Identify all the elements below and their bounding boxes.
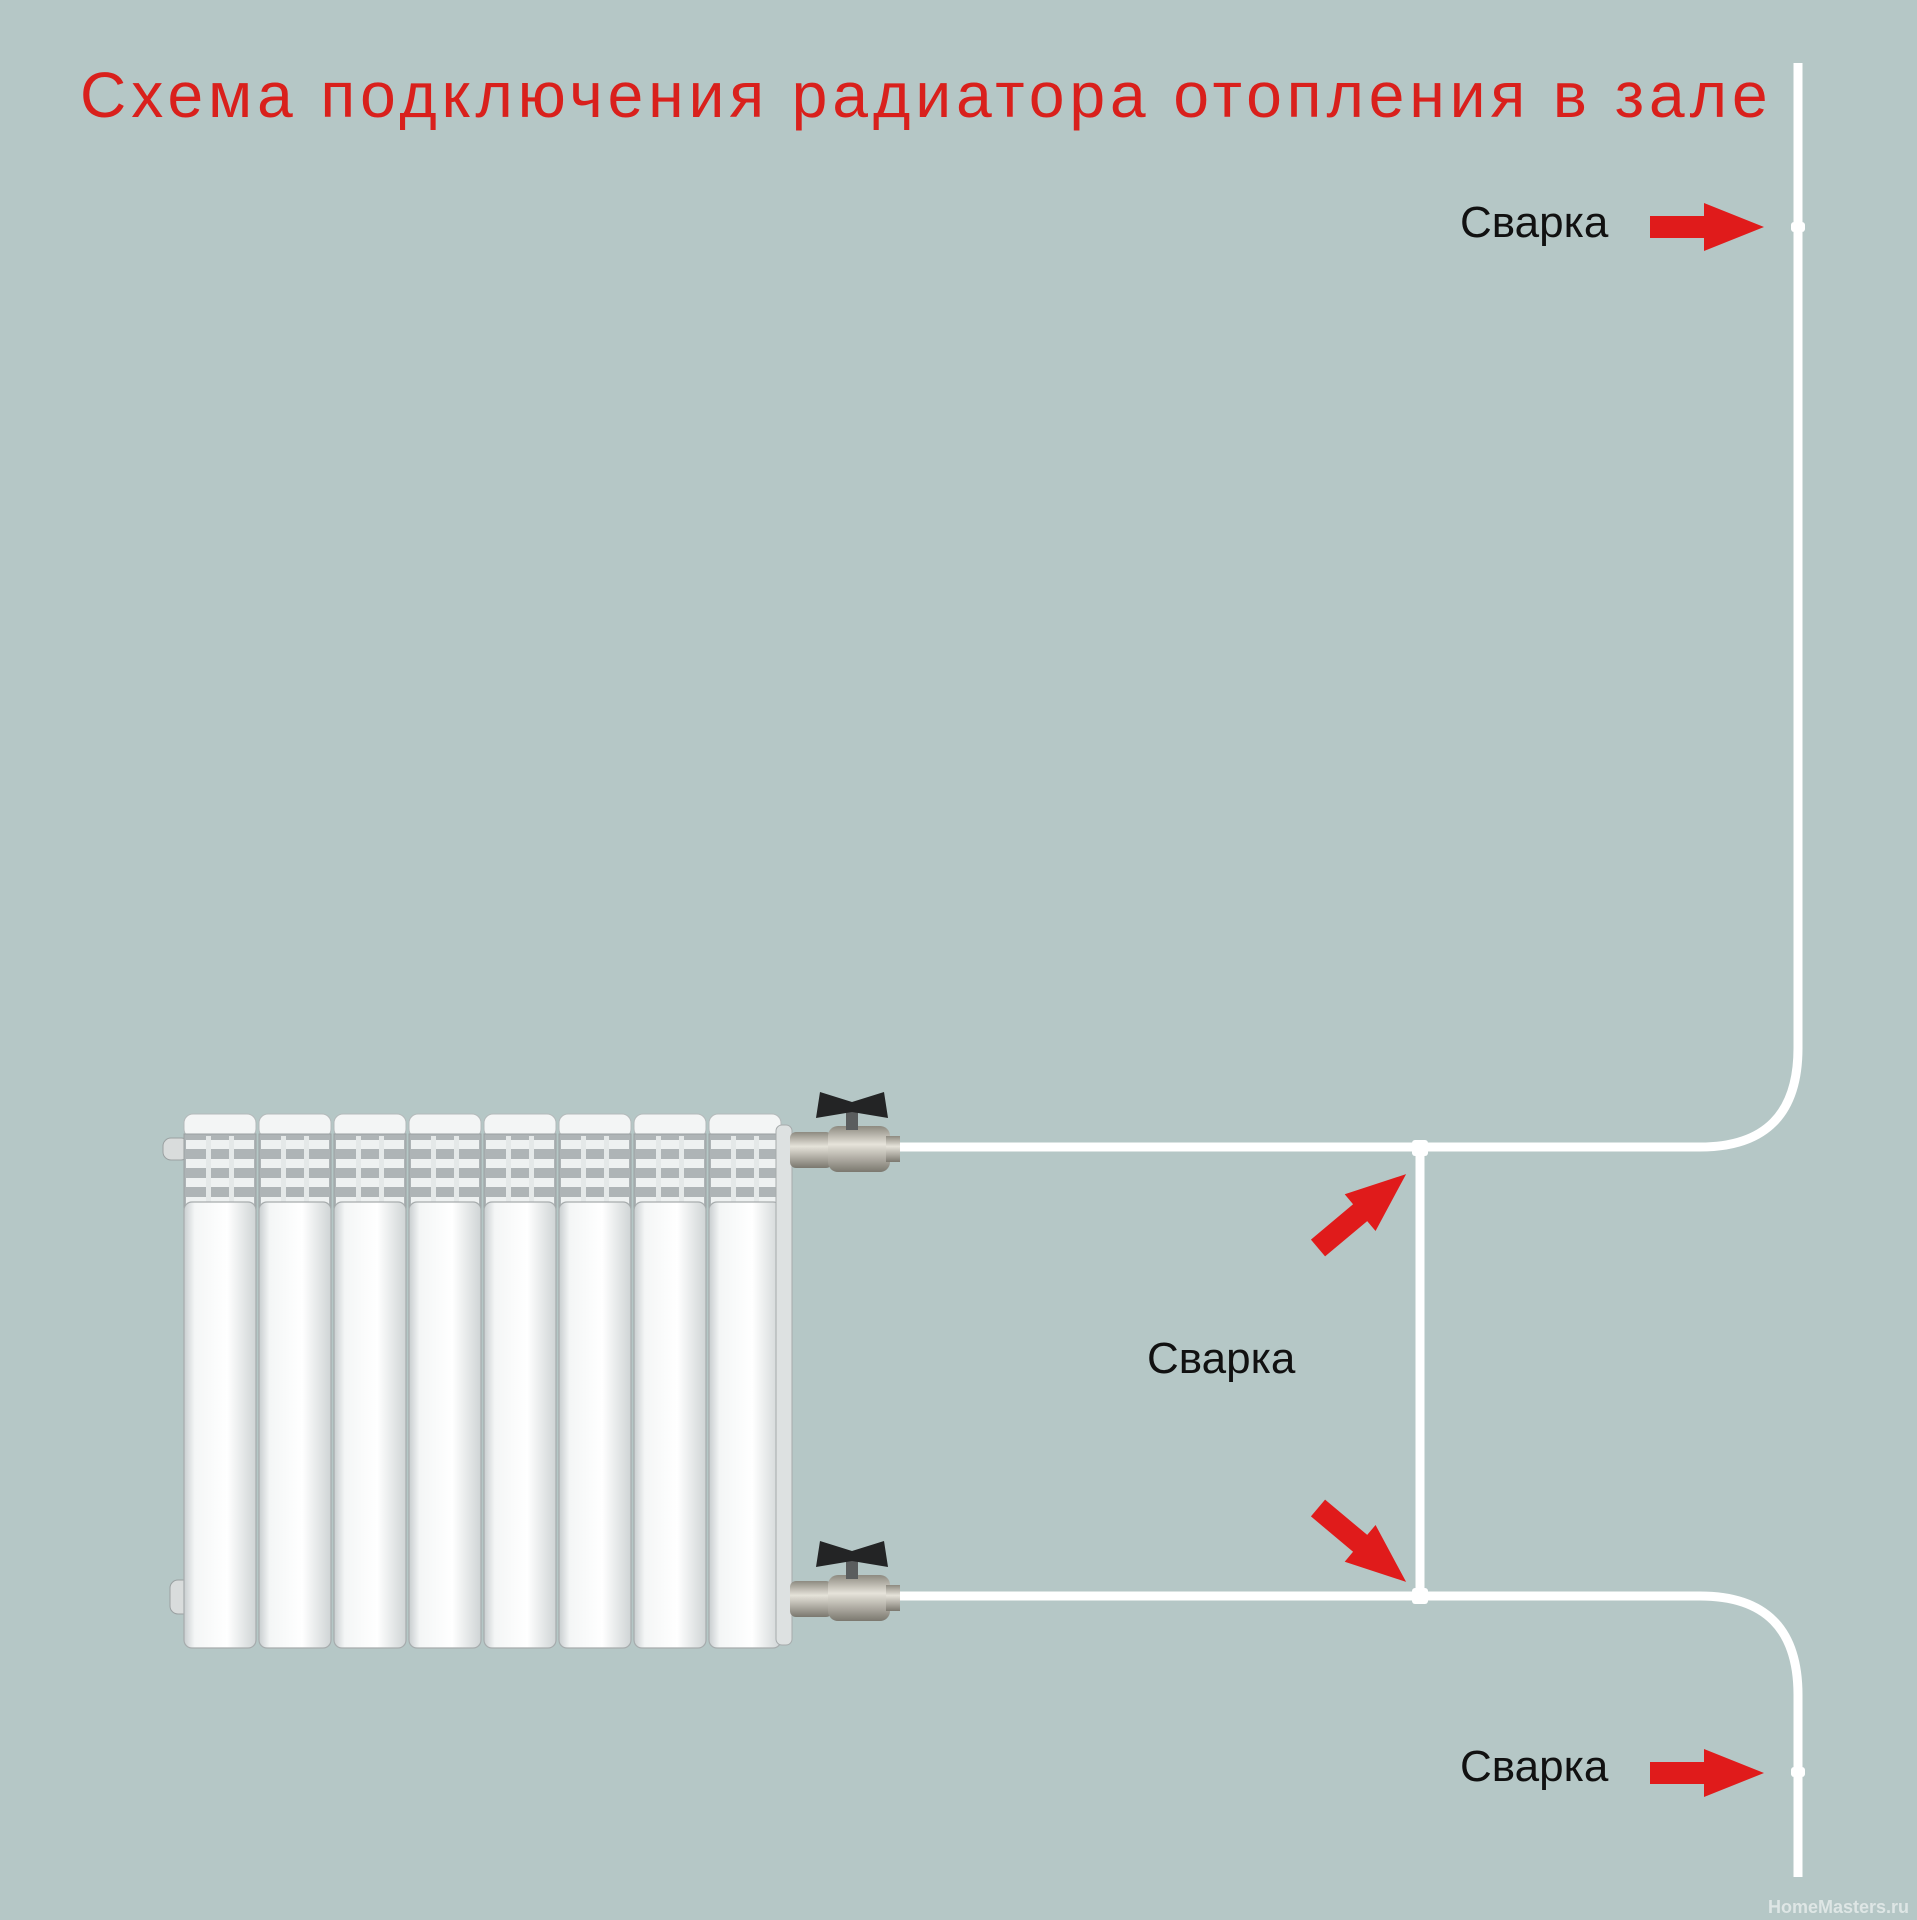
radiator-section <box>408 1113 482 1649</box>
supply-pipe <box>895 63 1803 1152</box>
radiator-section <box>333 1113 407 1649</box>
weld-label-top: Сварка <box>1460 198 1609 247</box>
weld-joints <box>1412 222 1805 1777</box>
diagram-title: Схема подключения радиатора отопления в … <box>80 59 1773 131</box>
weld-joint-bottom <box>1791 1767 1805 1777</box>
arrows <box>1310 203 1764 1797</box>
return-pipe <box>895 1591 1803 1877</box>
arrow-right-bottom <box>1650 1749 1764 1797</box>
arrow-up-right <box>1310 1174 1407 1257</box>
radiator-section <box>483 1113 557 1649</box>
radiator-side-right <box>775 1124 793 1646</box>
butterfly-handle-bottom <box>816 1541 888 1567</box>
tee-joint-top <box>1412 1140 1428 1156</box>
arrow-down-right <box>1310 1499 1407 1582</box>
radiator-section <box>633 1113 707 1649</box>
tee-joint-bottom <box>1412 1588 1428 1604</box>
valve-bottom <box>790 1541 900 1621</box>
butterfly-handle-top <box>816 1092 888 1118</box>
weld-label-middle: Сварка <box>1147 1334 1296 1383</box>
radiator-section <box>258 1113 332 1649</box>
arrow-right-top <box>1650 203 1764 251</box>
radiator <box>162 1113 793 1649</box>
weld-label-bottom: Сварка <box>1460 1742 1609 1791</box>
radiator-section <box>708 1113 782 1649</box>
valve-top <box>790 1092 900 1172</box>
radiator-section <box>183 1113 257 1649</box>
pipes <box>895 63 1803 1877</box>
watermark-text: HomeMasters.ru <box>1767 1897 1909 1917</box>
radiator-section <box>558 1113 632 1649</box>
weld-joint-top <box>1791 222 1805 232</box>
